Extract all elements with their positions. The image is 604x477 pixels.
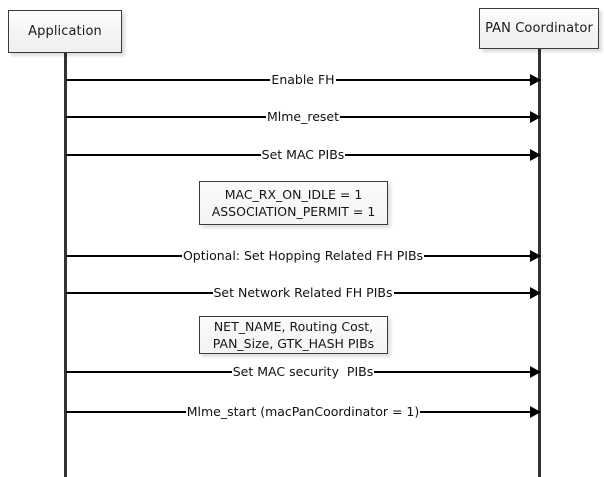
message-mac-security-pibs[interactable]: Set MAC security PIBs — [66, 364, 541, 380]
message-label: Enable FH — [270, 72, 336, 87]
message-label: Mlme_reset — [265, 109, 341, 124]
arrowhead-icon — [530, 74, 541, 86]
participant-pan-coordinator-label: PAN Coordinator — [485, 21, 593, 36]
message-label: Set MAC PIBs — [260, 147, 346, 162]
arrowhead-icon — [530, 287, 541, 299]
note-line: ASSOCIATION_PERMIT = 1 — [211, 204, 376, 219]
message-label: Set Network Related FH PIBs — [212, 285, 394, 300]
arrowhead-icon — [530, 406, 541, 418]
participant-pan-coordinator[interactable]: PAN Coordinator — [479, 8, 599, 49]
arrowhead-icon — [530, 111, 541, 123]
message-network-fh-pibs[interactable]: Set Network Related FH PIBs — [66, 285, 541, 301]
message-label: Optional: Set Hopping Related FH PIBs — [181, 248, 425, 263]
message-set-mac-pibs[interactable]: Set MAC PIBs — [66, 147, 541, 163]
message-mlme-reset[interactable]: Mlme_reset — [66, 109, 541, 125]
arrowhead-icon — [530, 149, 541, 161]
message-mlme-start[interactable]: Mlme_start (macPanCoordinator = 1) — [66, 404, 541, 420]
note-network-pibs: NET_NAME, Routing Cost, PAN_Size, GTK_HA… — [199, 316, 388, 354]
lifeline-application — [64, 52, 67, 477]
message-label: Set MAC security PIBs — [231, 364, 375, 379]
arrowhead-icon — [530, 250, 541, 262]
message-hopping-fh-pibs[interactable]: Optional: Set Hopping Related FH PIBs — [66, 248, 541, 264]
note-line: NET_NAME, Routing Cost, — [213, 319, 374, 334]
participant-application[interactable]: Application — [8, 10, 122, 53]
lifeline-pan-coordinator — [538, 48, 541, 477]
message-enable-fh[interactable]: Enable FH — [66, 72, 541, 88]
note-line: MAC_RX_ON_IDLE = 1 — [224, 187, 363, 202]
note-mac-pibs: MAC_RX_ON_IDLE = 1 ASSOCIATION_PERMIT = … — [199, 181, 388, 225]
note-line: PAN_Size, GTK_HASH PIBs — [212, 336, 375, 351]
message-label: Mlme_start (macPanCoordinator = 1) — [185, 404, 421, 419]
participant-application-label: Application — [28, 24, 102, 39]
arrowhead-icon — [530, 366, 541, 378]
